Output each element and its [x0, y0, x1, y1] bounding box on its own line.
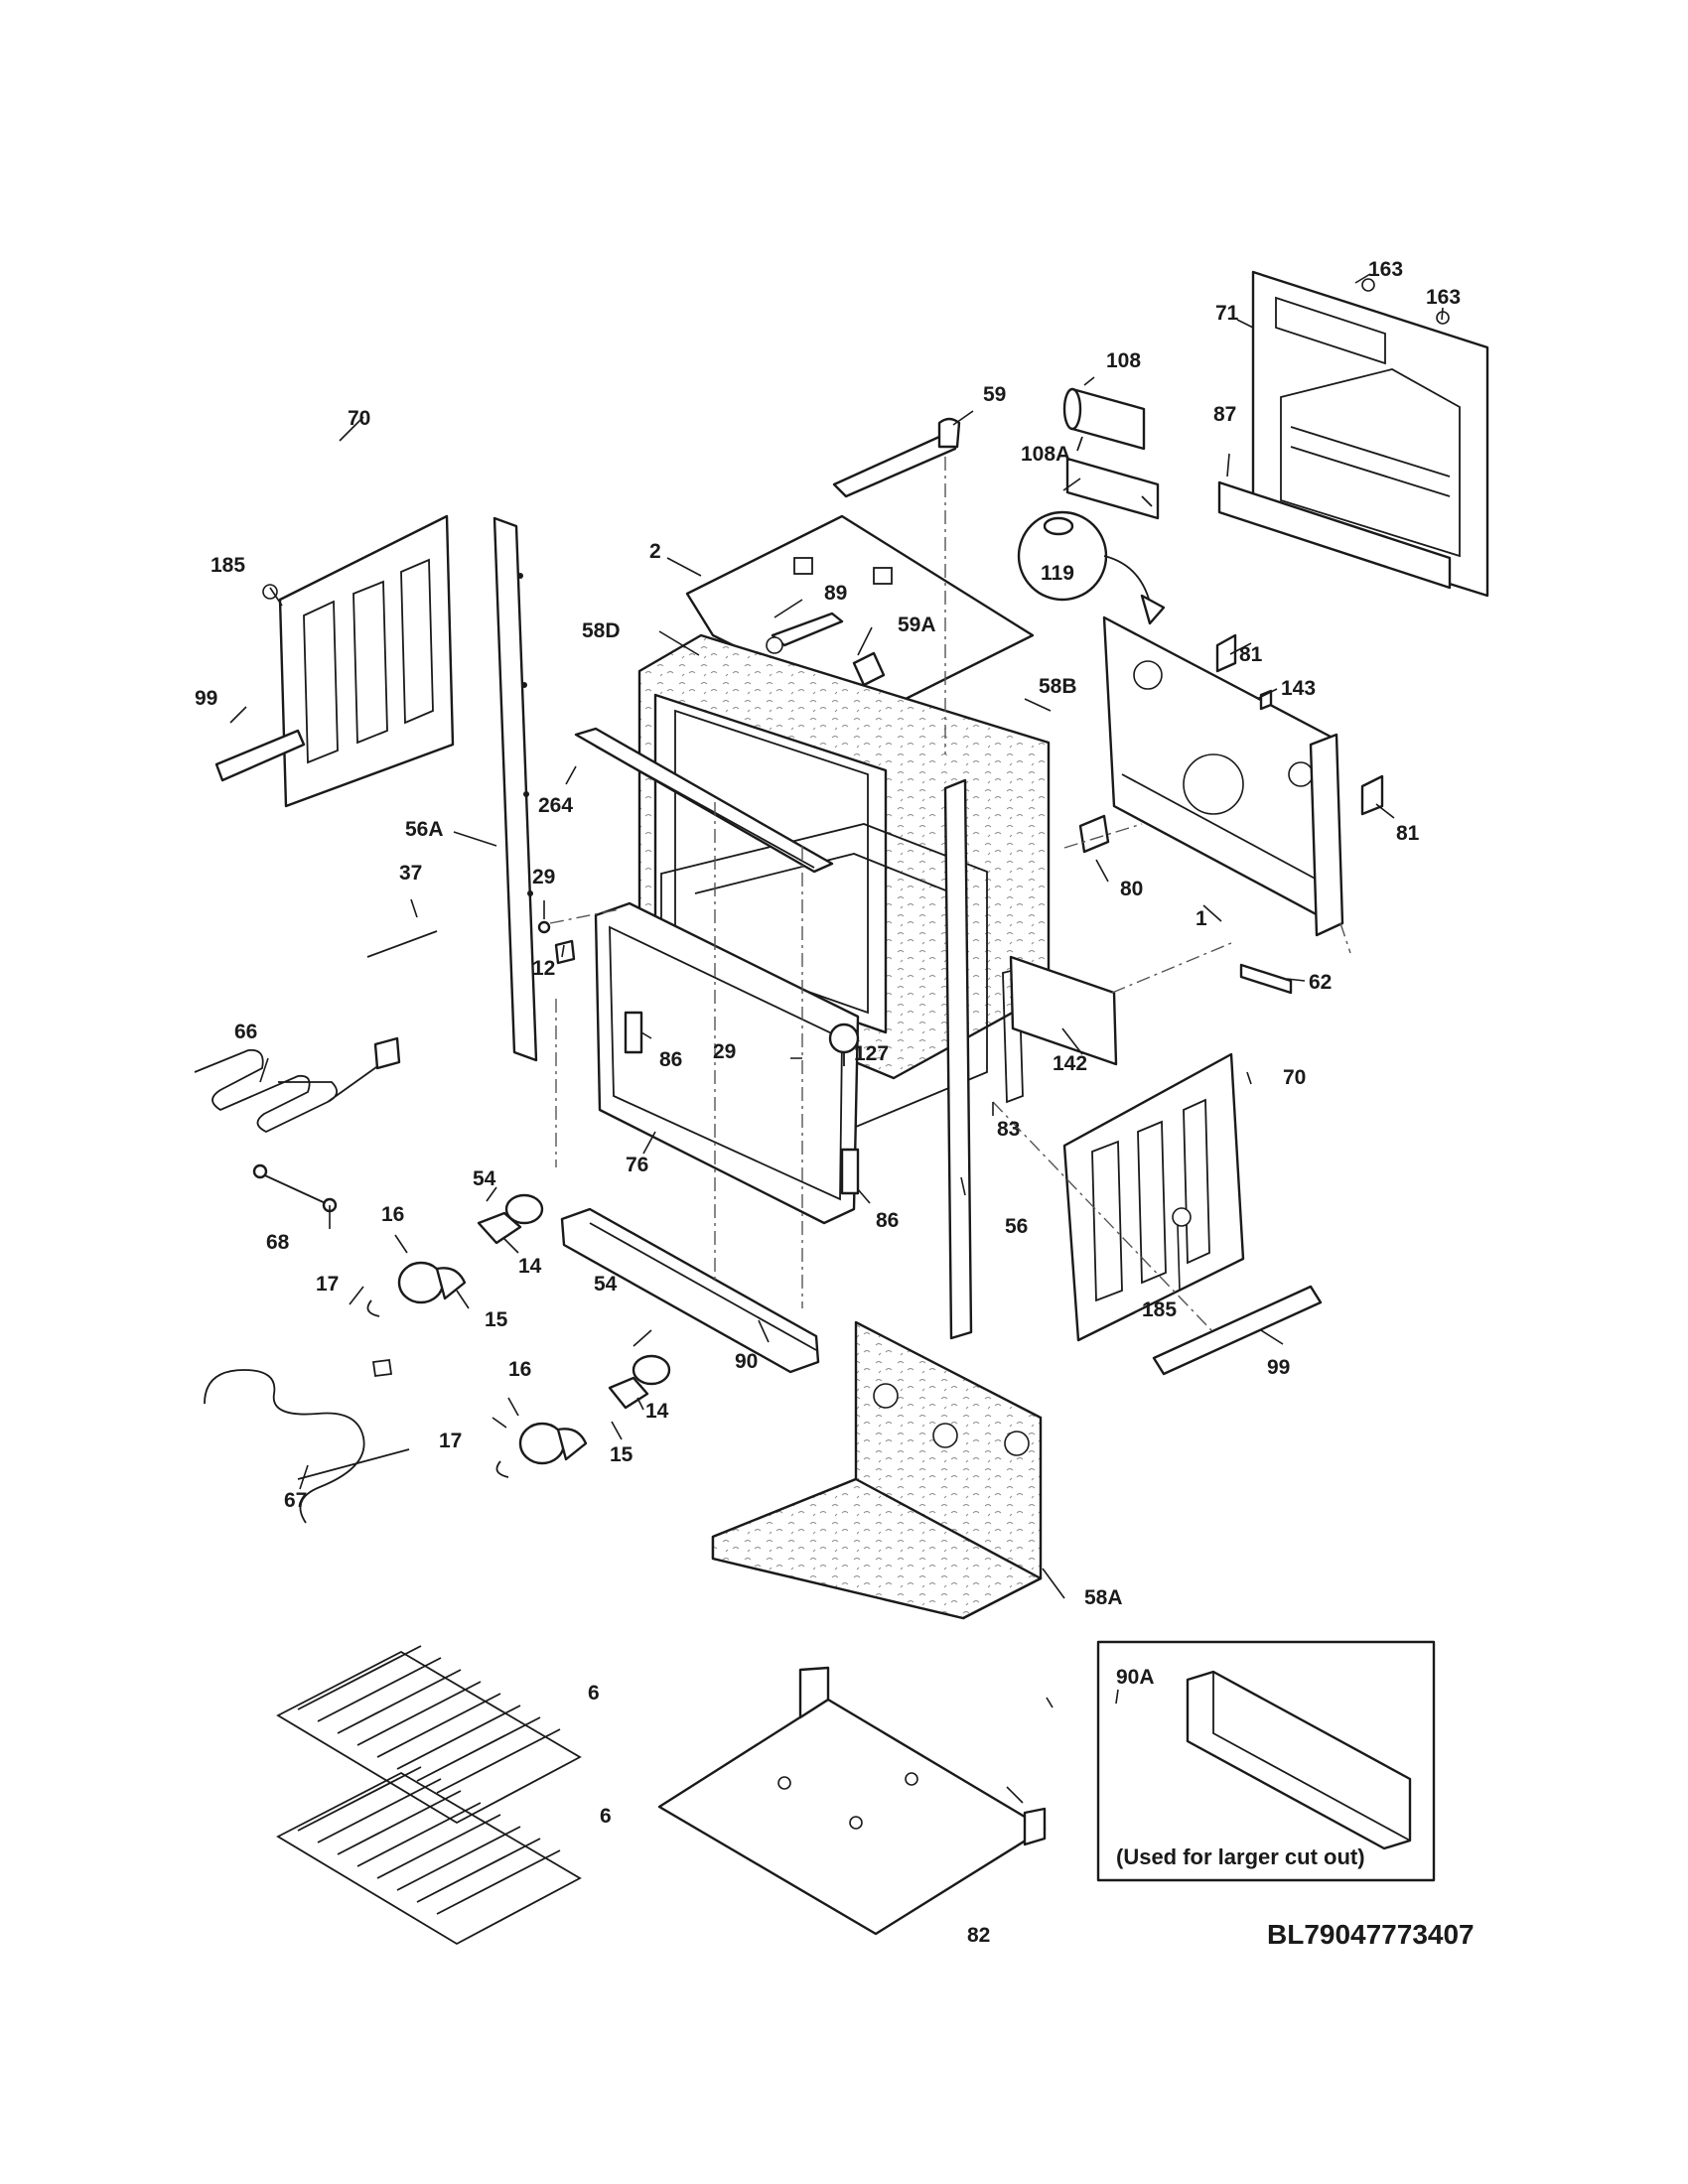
thermal-switch-detail: [1017, 510, 1166, 625]
inset-label: 90A: [1116, 1666, 1155, 1689]
bottom-tray: [657, 1666, 1047, 1936]
oven-sensor: [828, 1023, 860, 1066]
left-side-panel: [214, 514, 455, 808]
callout-54-upper: 54: [473, 1167, 496, 1190]
socket-plug: [554, 939, 576, 965]
kick-plate: [560, 1207, 820, 1374]
callout-264: 264: [538, 794, 573, 817]
lamp-assembly-upper: [366, 1193, 544, 1317]
callout-1: 1: [1196, 907, 1207, 930]
callout-17-lower: 17: [439, 1430, 462, 1452]
callout-67: 67: [284, 1489, 307, 1512]
rear-panel: [1217, 270, 1489, 598]
callout-70-lower: 70: [1283, 1066, 1306, 1089]
callout-29-top: 29: [532, 866, 555, 888]
callout-99-top: 99: [195, 687, 217, 710]
bracket-rail: [1009, 955, 1118, 1066]
callout-108: 108: [1106, 349, 1141, 372]
callout-54-lower: 54: [594, 1273, 618, 1296]
callout-83: 83: [997, 1118, 1020, 1141]
callout-37: 37: [399, 862, 422, 885]
callout-17-upper: 17: [316, 1273, 339, 1296]
oven-rack-upper: [276, 1645, 582, 1825]
callout-86-right: 86: [876, 1209, 899, 1232]
callout-58d: 58D: [582, 619, 621, 642]
callout-66: 66: [234, 1021, 257, 1043]
inset-panel: [1096, 1640, 1436, 1882]
callout-29-mid: 29: [713, 1040, 736, 1063]
screw: [537, 920, 551, 934]
callout-70-top: 70: [348, 407, 370, 430]
callout-59a: 59A: [898, 614, 936, 636]
callout-163-b: 163: [1426, 286, 1461, 309]
clip-lower: [1078, 814, 1110, 854]
callout-6-upper: 6: [588, 1682, 600, 1705]
lamp-assembly-lower: [495, 1354, 671, 1478]
callout-185-top: 185: [211, 554, 245, 577]
callout-15-lower: 15: [610, 1443, 633, 1466]
right-side-rail: [943, 778, 973, 1340]
callout-58b: 58B: [1039, 675, 1077, 698]
hinge-receptacle-right: [840, 1148, 860, 1195]
callout-108a: 108A: [1021, 443, 1070, 466]
callout-82: 82: [967, 1924, 990, 1947]
door-gasket: [594, 901, 860, 1225]
callout-90: 90: [735, 1350, 758, 1373]
bottom-insulation: [711, 1320, 1043, 1620]
callout-87: 87: [1213, 403, 1236, 426]
oven-back-panel: [1102, 615, 1344, 937]
callout-68: 68: [266, 1231, 290, 1254]
broil-element: [204, 1358, 410, 1524]
clip-upper: [1215, 633, 1237, 673]
right-side-panel: [1062, 1052, 1245, 1342]
callout-16-upper: 16: [381, 1203, 404, 1226]
callout-119: 119: [1041, 562, 1074, 585]
callout-14-lower: 14: [645, 1400, 669, 1423]
hinge-receptacle-left: [624, 1011, 643, 1054]
callout-71: 71: [1215, 302, 1239, 325]
callout-6-lower: 6: [600, 1805, 612, 1828]
front-frame-bar: [574, 727, 834, 874]
callout-14-upper: 14: [518, 1255, 542, 1278]
vent-tube: [832, 417, 961, 498]
callout-56: 56: [1005, 1215, 1028, 1238]
callout-86-left: 86: [659, 1048, 682, 1071]
callout-143: 143: [1281, 677, 1316, 700]
callout-81-top: 81: [1239, 643, 1263, 666]
wire-probe: [366, 930, 438, 958]
callout-142: 142: [1053, 1052, 1087, 1075]
bake-element: [194, 1036, 401, 1134]
left-side-rail: [492, 516, 538, 1062]
callout-12: 12: [532, 957, 555, 980]
callout-185-lower: 185: [1142, 1298, 1177, 1321]
callout-2: 2: [649, 540, 661, 563]
inset-note: (Used for larger cut out): [1116, 1844, 1365, 1869]
leader-lines: [229, 273, 1444, 1804]
callout-127: 127: [854, 1042, 889, 1065]
callout-15-upper: 15: [485, 1308, 508, 1331]
terminal-block: [1239, 963, 1293, 995]
callout-56a: 56A: [405, 818, 444, 841]
callout-62: 62: [1309, 971, 1332, 994]
callout-76: 76: [626, 1154, 648, 1176]
thermal-fuse: [1062, 387, 1160, 520]
callout-163-a: 163: [1368, 258, 1403, 281]
callout-59: 59: [983, 383, 1006, 406]
alignment-lines: [549, 457, 1351, 1331]
lower-right-bracket: [1152, 1285, 1323, 1376]
oven-rack-lower: [276, 1766, 582, 1946]
clip-right: [1360, 774, 1384, 816]
callout-89: 89: [824, 582, 847, 605]
callout-58a: 58A: [1084, 1586, 1123, 1609]
element-screw: [252, 1163, 338, 1213]
callout-81-right: 81: [1396, 822, 1420, 845]
callout-16-lower: 16: [508, 1358, 531, 1381]
callout-99-lower: 99: [1267, 1356, 1290, 1379]
diagram-code: BL79047773407: [1267, 1919, 1475, 1950]
callout-80: 80: [1120, 878, 1143, 900]
